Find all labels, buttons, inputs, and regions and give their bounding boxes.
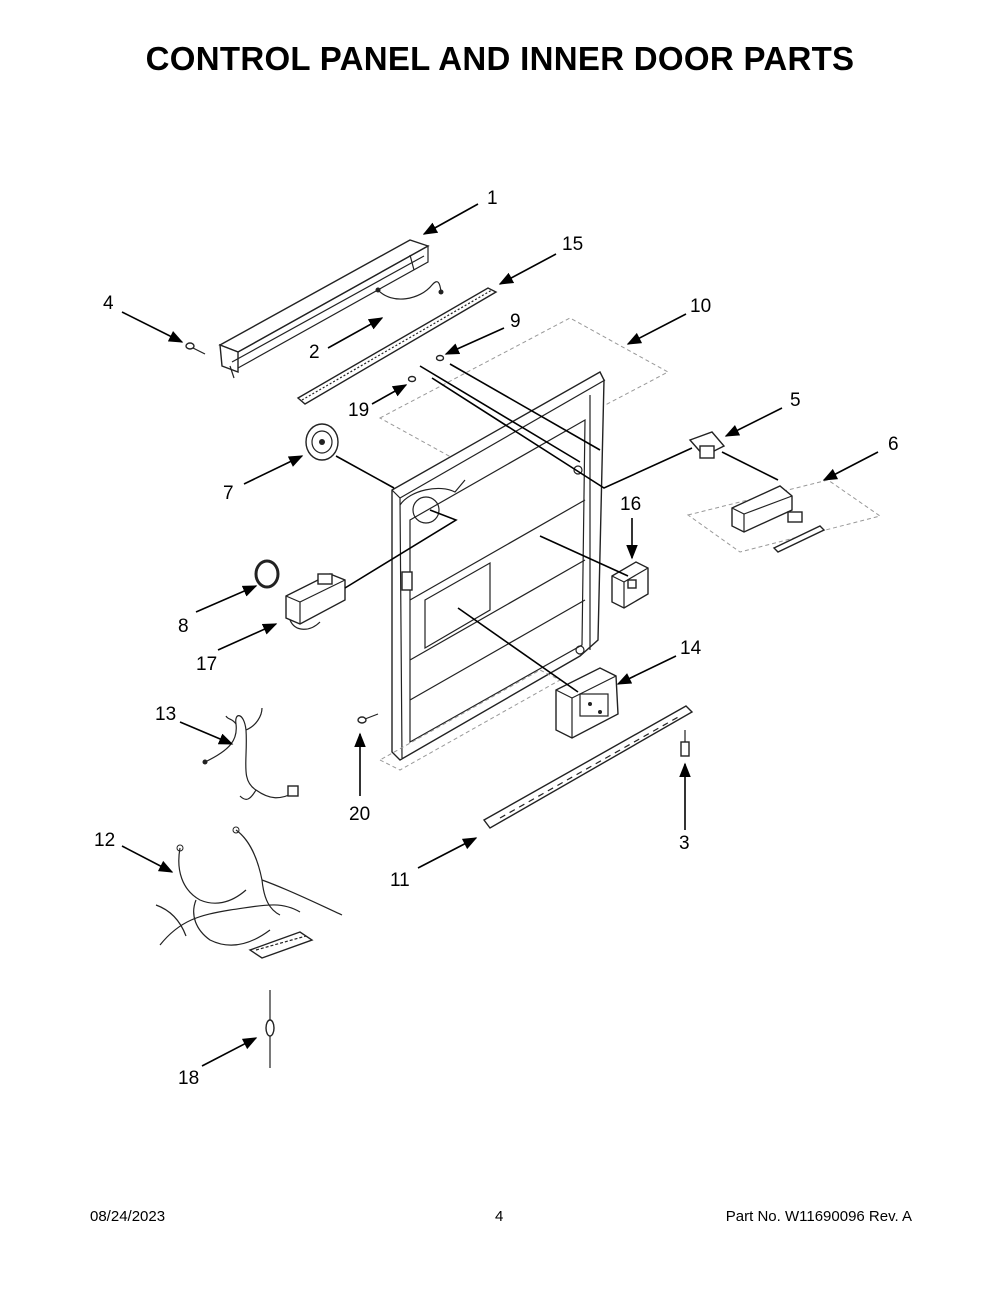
callout-20: 20 — [349, 804, 370, 825]
callout-9: 9 — [510, 311, 521, 332]
bracket-part-16 — [611, 561, 649, 609]
callout-labels: 1 2 3 4 5 6 7 8 9 10 11 12 13 14 15 16 1… — [94, 188, 899, 1089]
inner-door-part — [378, 371, 606, 771]
callout-19: 19 — [348, 400, 369, 421]
callout-14: 14 — [680, 638, 702, 659]
screw-part-9 — [435, 354, 445, 362]
callout-18: 18 — [178, 1068, 199, 1089]
leader-arrows — [121, 203, 879, 1067]
dispenser-part — [285, 573, 346, 630]
footer-page-number: 4 — [495, 1208, 504, 1225]
callout-6: 6 — [888, 434, 899, 455]
wire-harness-part-12 — [155, 826, 343, 959]
callout-1: 1 — [487, 188, 498, 209]
footer-date: 08/24/2023 — [90, 1208, 166, 1225]
callout-2: 2 — [309, 342, 320, 363]
user-interface-part — [686, 479, 882, 553]
callout-12: 12 — [94, 830, 115, 851]
door-latch-part — [688, 431, 726, 459]
screw-part-19 — [407, 375, 417, 383]
thermistor-part — [265, 990, 275, 1068]
panel-outline-part — [378, 317, 670, 473]
connector-lines — [335, 363, 779, 693]
footer-part-number: Part No. W11690096 Rev. A — [725, 1208, 912, 1225]
gasket-strip-part — [296, 287, 498, 405]
dispenser-cap-part — [305, 423, 339, 461]
screw-part-3 — [680, 730, 690, 757]
callout-5: 5 — [790, 390, 801, 411]
callout-3: 3 — [679, 833, 690, 854]
screw-part-4 — [185, 342, 206, 355]
seal-ring-part — [254, 559, 280, 589]
control-board-part — [555, 667, 619, 739]
wire-part — [375, 281, 444, 300]
screw-part-20 — [357, 713, 379, 724]
callout-17: 17 — [196, 654, 217, 675]
callout-8: 8 — [178, 616, 189, 637]
callout-16: 16 — [620, 494, 641, 515]
callout-4: 4 — [103, 293, 114, 314]
callout-11: 11 — [390, 870, 410, 891]
vent-strip-part — [482, 705, 694, 829]
wire-harness-part-13 — [202, 707, 299, 800]
control-panel-bar-part — [218, 239, 430, 379]
callout-13: 13 — [155, 704, 176, 725]
callout-10: 10 — [690, 296, 711, 317]
page-title: CONTROL PANEL AND INNER DOOR PARTS — [145, 40, 855, 77]
callout-15: 15 — [562, 234, 583, 255]
callout-7: 7 — [223, 483, 234, 504]
